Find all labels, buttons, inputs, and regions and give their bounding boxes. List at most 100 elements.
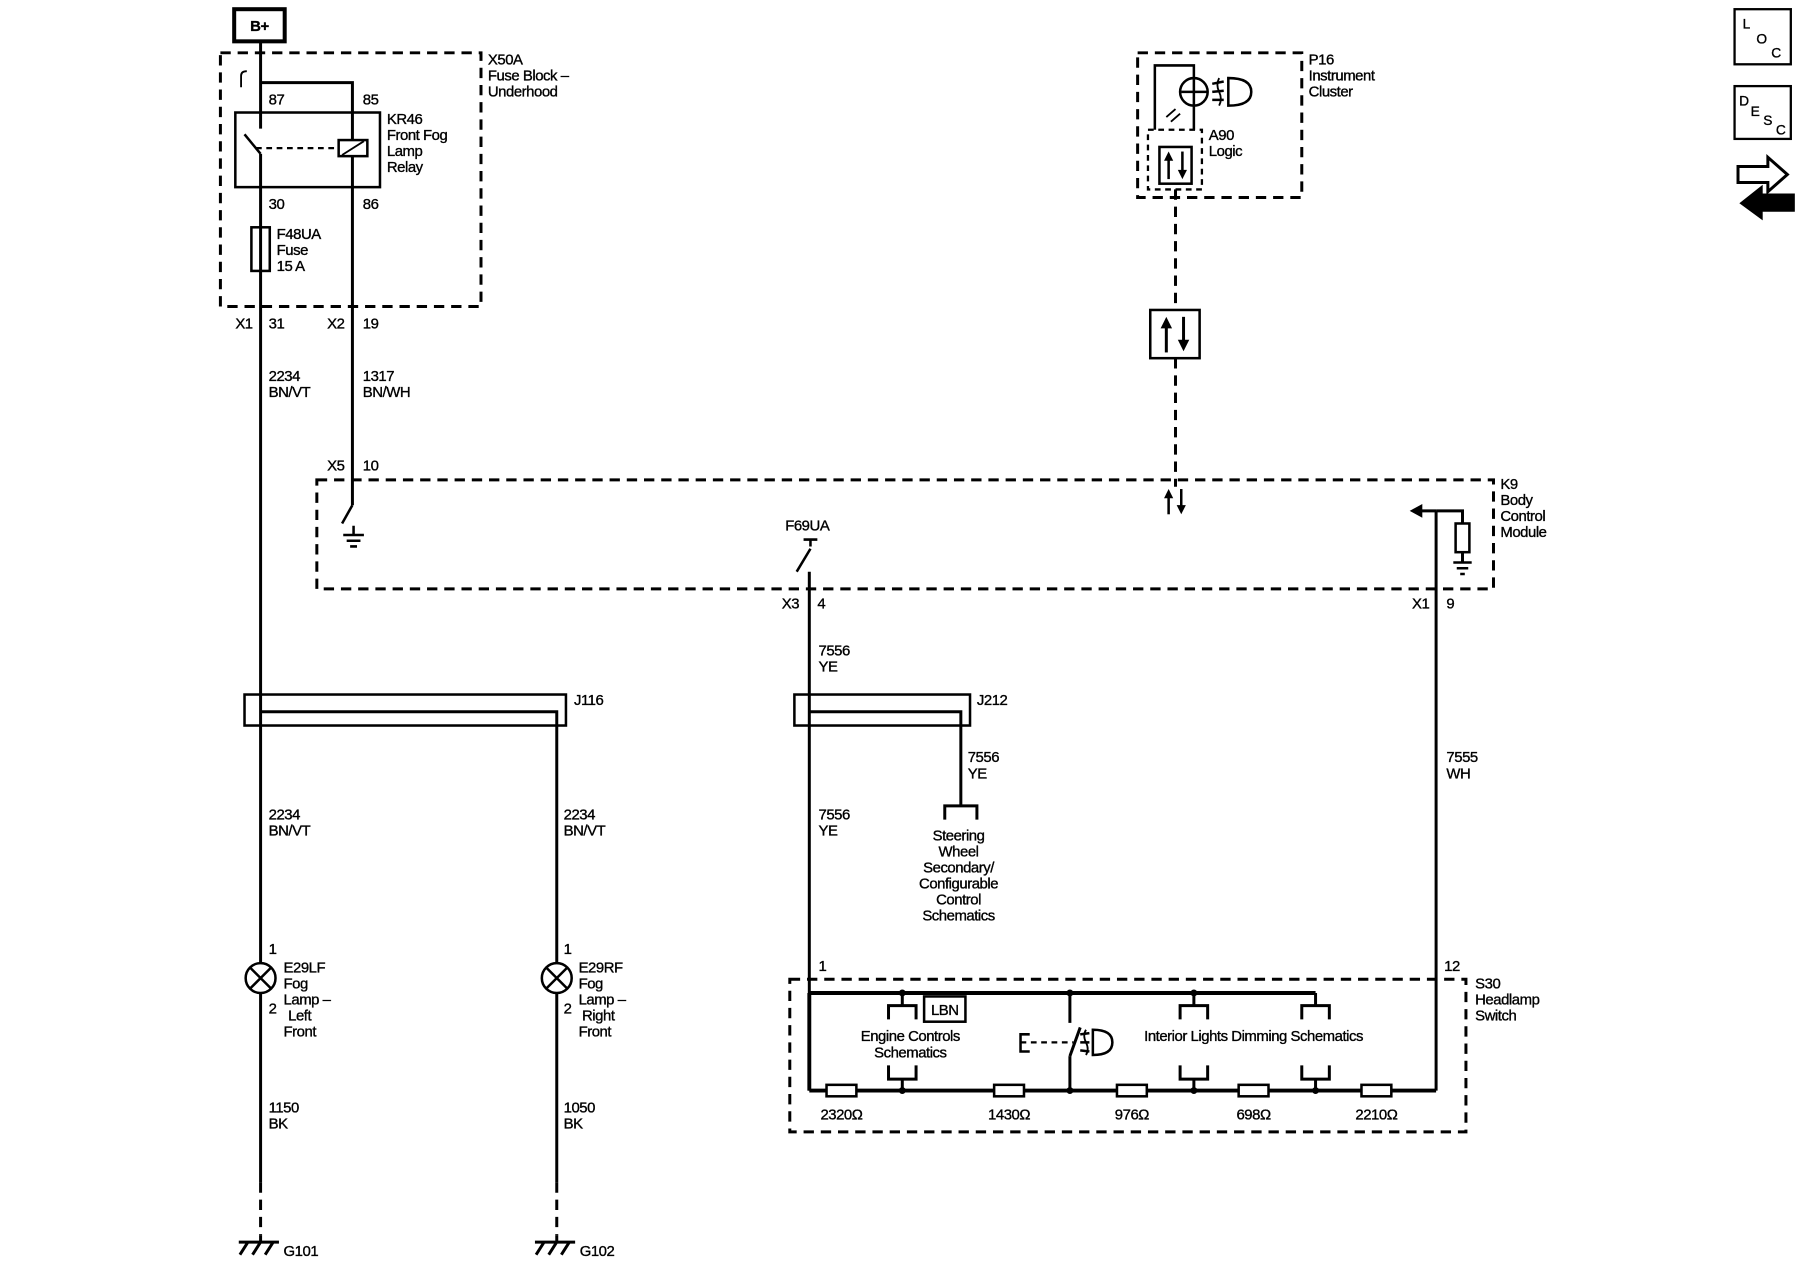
resistor-2210 [1360,1083,1393,1098]
p16-name-line-2: Cluster [1309,83,1353,100]
location-button-frame[interactable] [1733,8,1792,66]
engine-controls-connector-top [887,1004,918,1020]
steering-branch-connector [943,804,979,820]
fog-lamp-icon-lens [1227,76,1253,107]
relay-pin-87: 87 [269,91,285,108]
a90-down-arrowhead [1177,169,1187,180]
description-button[interactable]: D E S C [1733,84,1792,141]
e29lf-pin-1: 1 [269,941,277,958]
relay-coil-diagonal [341,140,365,156]
engine-ref-line-1[interactable]: Engine Controls [861,1028,961,1045]
serial-data-box [1148,308,1201,360]
chassis-ground-icon [343,525,364,548]
f69ua-fuse-symbol [795,538,818,573]
navigation-icon-back-arrow[interactable] [1739,184,1795,221]
k9-connector-x1: X1 [1412,595,1429,612]
location-button[interactable]: L O C [1733,8,1792,66]
navigation-icon-forward-arrow[interactable] [1736,153,1790,196]
a90-name: Logic [1209,143,1243,160]
wire-1150-circuit: 1150 [269,1099,299,1116]
k9-connector-x5: X5 [327,458,344,475]
serial-data-up-arrowhead [1160,316,1173,329]
steering-ref-line-1[interactable]: Steering [932,827,985,844]
wire-1050-color: BK [564,1115,583,1132]
k9-down-arrowhead [1176,505,1186,515]
wire-2234-left-circuit: 2234 [269,807,300,824]
lamp-icon [540,961,573,995]
data-communication-icon [1164,489,1186,515]
a90-logic-outline [1146,128,1204,191]
f48ua-fuse-symbol [250,226,272,273]
kr46-name-line-3: Relay [387,159,424,176]
pull-up-lead [1436,509,1464,563]
e29rf-id: E29RF [579,959,623,976]
k9-pin-4: 4 [817,595,825,612]
resistor-2320 [825,1083,858,1098]
b-plus-label: B+ [250,18,269,35]
steering-ref-line-6[interactable]: Schematics [922,908,995,925]
data-communication-icon [1148,308,1201,360]
f69ua-id: F69UA [785,517,830,534]
location-letter-l: L [1743,17,1751,32]
indicator-frame [1153,64,1196,130]
wire-7556-bottom-circuit: 7556 [818,807,849,824]
steering-ref-line-4[interactable]: Configurable [919,875,999,893]
k9-pin-10: 10 [363,458,379,475]
fog-lamp-icon [1080,1028,1114,1057]
description-button-frame[interactable] [1733,84,1792,141]
steering-ref-line-2[interactable]: Wheel [938,843,979,860]
k9-pin-9: 9 [1446,595,1454,612]
bus-bar-hook [240,70,247,88]
junction-dot [898,1087,906,1095]
resistor-698-value: 698Ω [1236,1106,1270,1123]
resistor-976 [1115,1083,1149,1098]
junction-dot [898,989,906,997]
x50a-name-line-1: Fuse Block – [488,67,570,84]
lamp-icon [1178,76,1209,107]
interior-lights-dimming-schematics-link[interactable]: Interior Lights Dimming Schematics [1144,1028,1364,1045]
e29lf-id: E29LF [284,959,326,976]
s30-name-line-2: Switch [1475,1008,1516,1025]
junction-dot [1066,989,1074,997]
junction-dot [1312,1087,1320,1095]
steering-ref-line-3[interactable]: Secondary/ [923,859,996,876]
steering-ref-line-5[interactable]: Control [936,891,982,909]
wire-7556-top-circuit: 7556 [818,642,849,659]
indicator-light-rays [1165,108,1181,123]
location-letter-c: C [1771,45,1781,60]
engine-controls-schematics-link[interactable]: Engine Controls Schematics [861,1028,961,1061]
pull-up-resistor [1454,522,1471,554]
k9-id: K9 [1500,476,1517,493]
indicator-bulb-filament [1181,79,1207,105]
lbn-badge: LBN [931,1002,959,1019]
relay-pin-85: 85 [363,91,379,108]
g102-id: G102 [580,1243,615,1260]
wire-7556-branch-color: YE [968,765,987,782]
engine-controls-connector-bottom [887,1065,918,1081]
x50a-fuse-block-outline [218,51,483,309]
interior-dimming-connector-a-bottom [1178,1065,1210,1081]
kr46-relay-outline [234,111,382,189]
chassis-ground-icon [534,1240,576,1256]
e29lf-name-line-3: Left [288,1008,312,1025]
navigation-icon[interactable] [1736,153,1795,221]
e29rf-name-line-2: Lamp – [579,991,627,1008]
description-letter-d: D [1739,94,1749,109]
e29rf-name-line-1: Fog [579,975,603,992]
interior-ref-label[interactable]: Interior Lights Dimming Schematics [1144,1028,1364,1045]
g101-id: G101 [284,1243,319,1260]
s30-id: S30 [1475,975,1500,992]
kr46-id: KR46 [387,111,423,128]
steering-wheel-controls-schematics-link[interactable]: Steering Wheel Secondary/ Configurable C… [919,827,999,925]
junction-dot [1066,1087,1074,1095]
j212-id: J212 [977,692,1008,709]
description-letter-s: S [1763,113,1772,128]
kr46-name-line-1: Front Fog [387,127,448,144]
e29lf-name-line-2: Lamp – [284,991,332,1008]
engine-ref-line-2[interactable]: Schematics [874,1044,947,1061]
a90-id: A90 [1209,127,1234,144]
serial-data-down-arrowhead [1177,339,1190,352]
chassis-ground-icon [1453,561,1472,576]
wire-1317-color: BN/WH [363,384,410,401]
